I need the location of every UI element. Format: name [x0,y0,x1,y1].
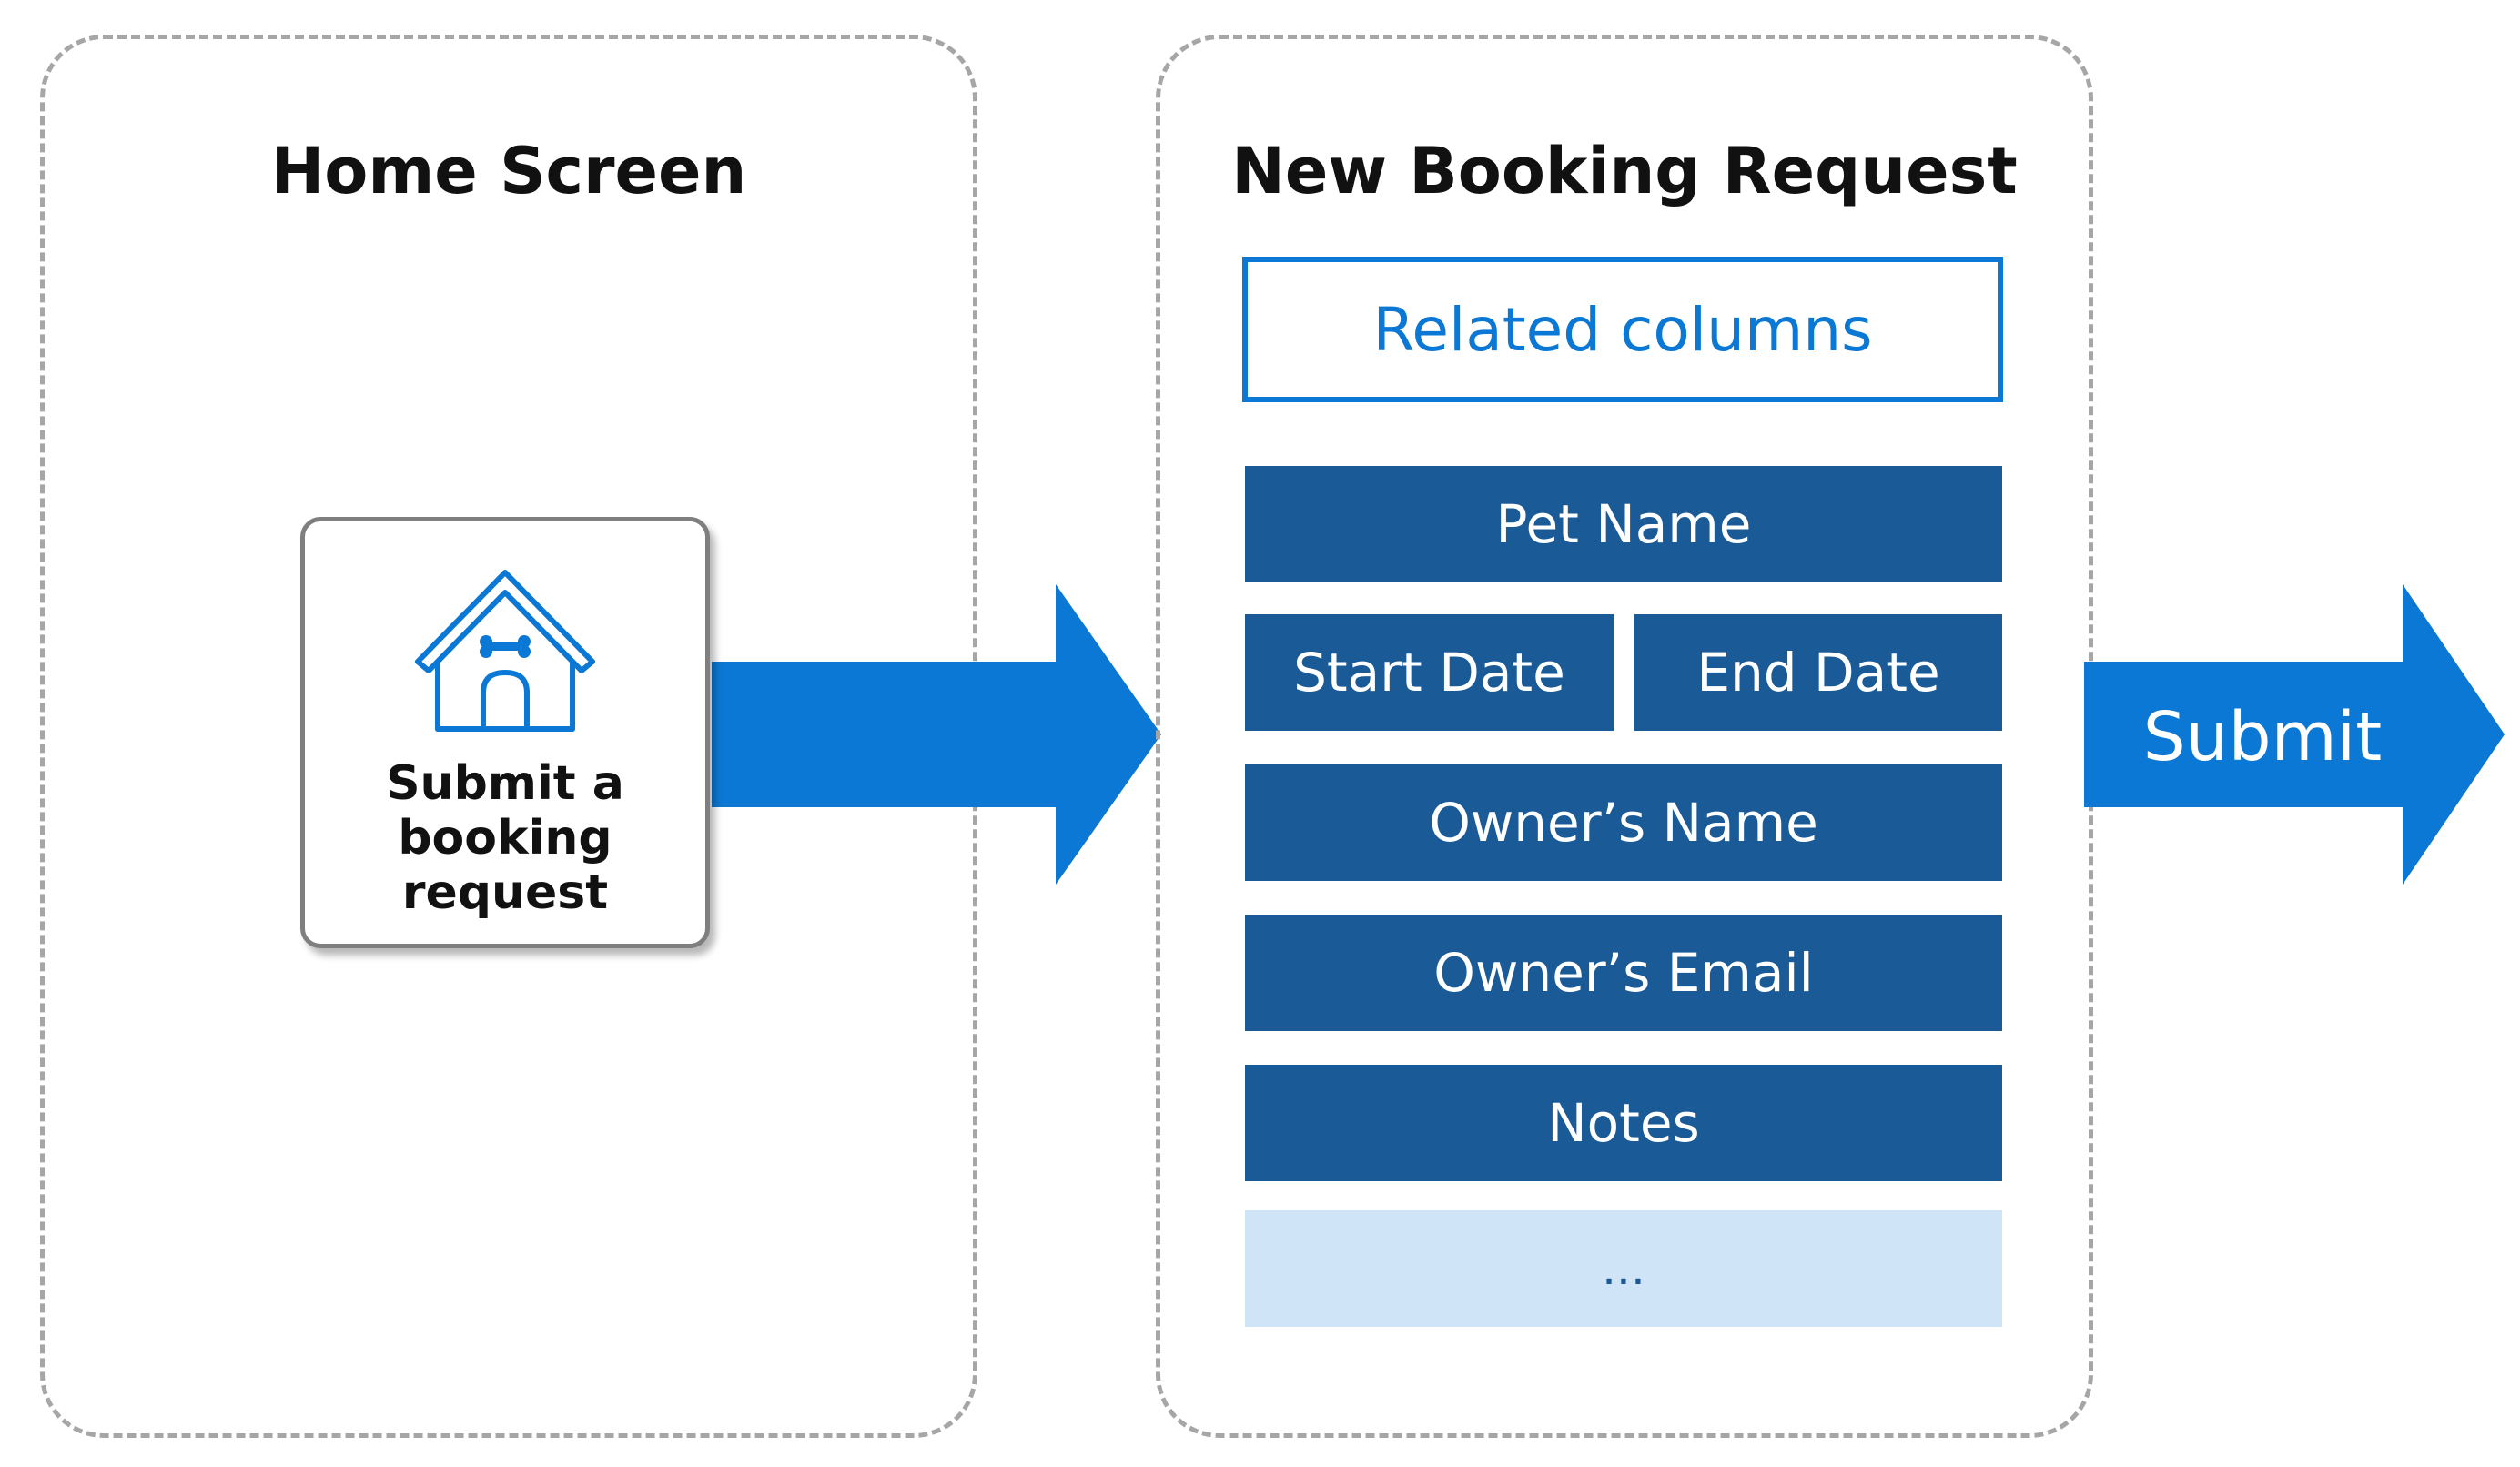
submit-arrow[interactable] [2084,584,2512,885]
dog-house-icon [415,570,595,732]
submit-label[interactable]: Submit [2142,698,2383,776]
pet-name-field[interactable]: Pet Name [1245,466,2002,582]
home-screen-title: Home Screen [270,134,747,208]
notes-field[interactable]: Notes [1245,1065,2002,1181]
flow-arrow [712,584,1161,885]
new-booking-request-title: New Booking Request [1231,134,2018,208]
submit-booking-request-tile[interactable]: Submit a booking request [300,517,710,948]
more-fields-placeholder: ... [1245,1210,2002,1327]
end-date-field[interactable]: End Date [1634,614,2002,731]
tile-label: Submit a booking request [386,756,624,920]
owner-name-field[interactable]: Owner’s Name [1245,764,2002,881]
owner-email-field[interactable]: Owner’s Email [1245,915,2002,1031]
related-columns-box: Related columns [1242,257,2003,402]
start-date-field[interactable]: Start Date [1245,614,1614,731]
